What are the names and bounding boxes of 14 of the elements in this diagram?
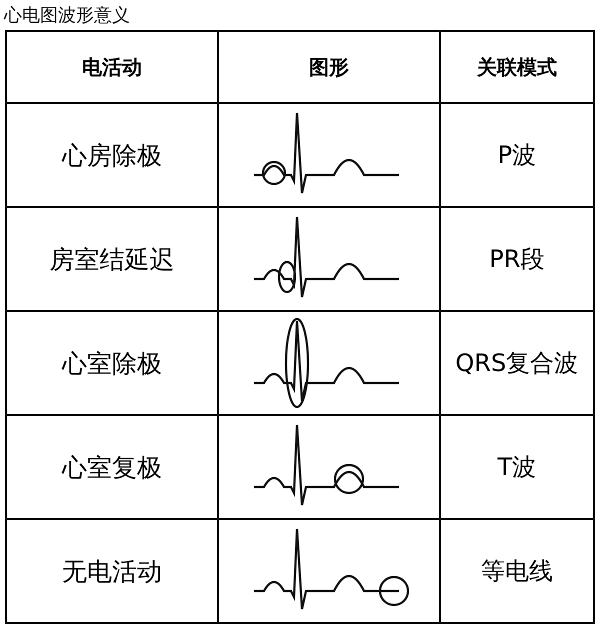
- table-cell-text: PR段: [489, 245, 544, 273]
- column-header: 电活动: [82, 54, 142, 78]
- table-cell-text: 房室结延迟: [50, 244, 175, 274]
- table-cell-text: 心房除极: [62, 140, 162, 170]
- column-header: 关联模式: [476, 54, 557, 78]
- diagram-title: 心电图波形意义: [4, 4, 130, 27]
- table-cell-text: 心室除极: [62, 348, 162, 378]
- table-cell-text: T波: [497, 453, 536, 481]
- table-cell-text: QRS复合波: [455, 349, 578, 377]
- table-cell-text: 心室复极: [62, 452, 162, 482]
- column-header: 图形: [308, 54, 349, 78]
- table-cell-text: 无电活动: [62, 556, 162, 586]
- table-cell-text: P波: [498, 141, 536, 169]
- table-cell-text: 等电线: [480, 557, 553, 585]
